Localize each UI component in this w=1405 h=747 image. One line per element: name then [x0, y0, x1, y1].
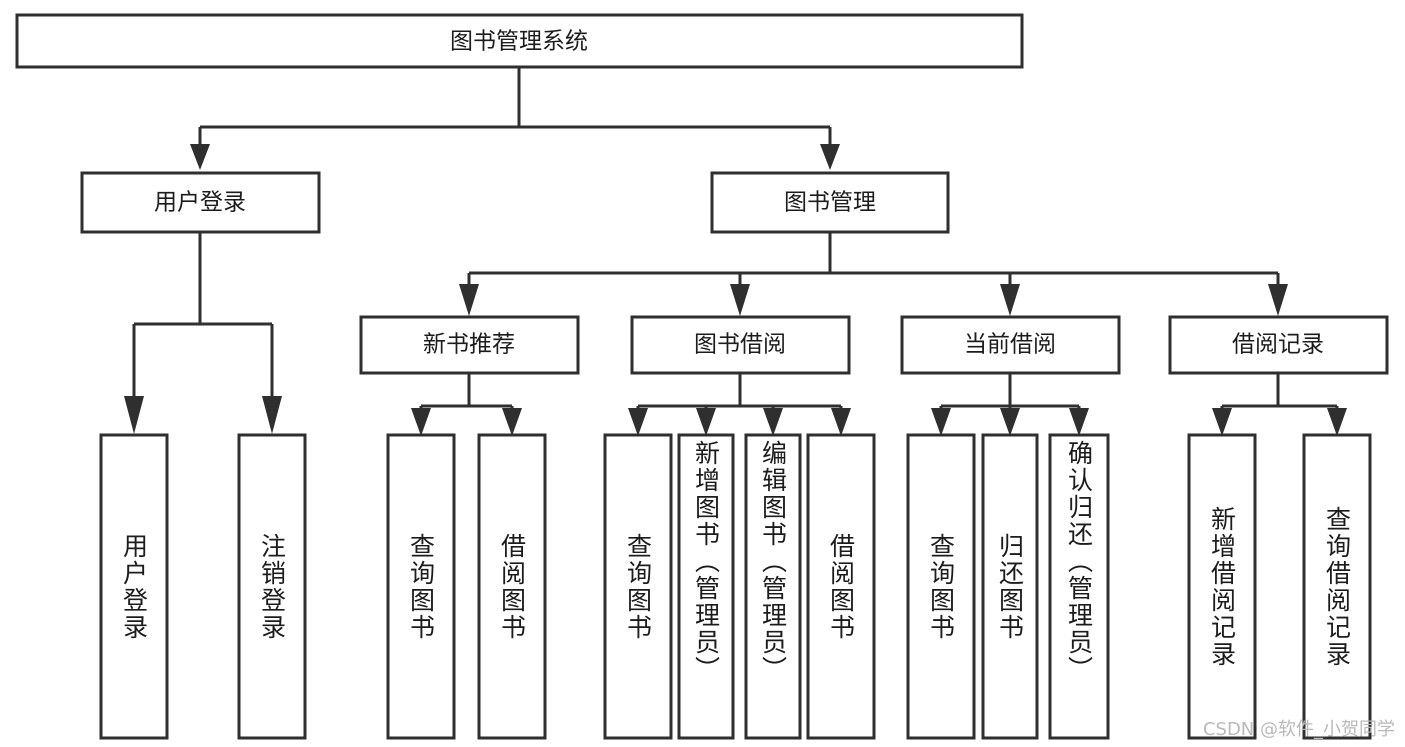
node-leaf-confirm-return-box[interactable] [1048, 433, 1110, 740]
arrow-head-leaf-borrow-book-2 [831, 408, 851, 436]
node-root-title-box[interactable] [15, 13, 1024, 69]
node-leaf-query-book-1-box[interactable] [386, 433, 456, 740]
connector-group-borrow-record [1212, 373, 1347, 436]
node-book-borrow-box[interactable] [630, 315, 851, 375]
arrow-head-leaf-user-login [124, 396, 144, 434]
arrow-head-leaf-add-book [696, 408, 716, 436]
node-leaf-query-record-box[interactable] [1302, 433, 1372, 740]
connector-group-root [190, 67, 840, 170]
connector-group-book-manage [459, 232, 1288, 316]
arrow-head-leaf-query-book-2 [628, 408, 648, 436]
arrow-head-leaf-logout-login [262, 396, 282, 434]
node-current-borrow-box[interactable] [900, 315, 1121, 375]
node-book-manage[interactable]: 图书管理 [710, 171, 950, 234]
node-leaf-add-record-box[interactable] [1187, 433, 1257, 740]
arrow-head-leaf-return-book [1000, 408, 1020, 436]
arrow-head-book-manage [820, 144, 840, 170]
connector-group-book-borrow [628, 373, 851, 436]
node-new-book-recommend-label: 新书推荐 [423, 332, 515, 358]
node-root-title[interactable]: 图书管理系统 [15, 13, 1024, 69]
arrow-head-user-login [190, 144, 210, 170]
node-book-manage-label: 图书管理 [784, 190, 876, 216]
node-leaf-query-book-3-box[interactable] [906, 433, 976, 740]
csdn-watermark: CSDN @软件_小贺同学 [1202, 719, 1395, 740]
arrow-head-borrow-record [1268, 284, 1288, 316]
connector-group-current-borrow [931, 373, 1089, 436]
node-leaf-edit-book-box[interactable] [744, 433, 802, 740]
node-leaf-add-book-box[interactable] [677, 433, 735, 740]
node-borrow-record[interactable]: 借阅记录 [1168, 315, 1389, 375]
node-leaf-query-book-2-box[interactable] [603, 433, 673, 740]
node-user-login-box[interactable] [80, 171, 321, 234]
arrow-head-leaf-query-book-1 [411, 408, 431, 436]
arrow-head-current-borrow [1000, 284, 1020, 316]
node-borrow-record-box[interactable] [1168, 315, 1389, 375]
node-user-login-label: 用户登录 [154, 190, 246, 216]
node-book-manage-box[interactable] [710, 171, 950, 234]
node-new-book-recommend-box[interactable] [359, 315, 580, 375]
node-leaf-borrow-book-1-box[interactable] [477, 433, 547, 740]
node-borrow-record-label: 借阅记录 [1232, 332, 1324, 358]
node-leaf-return-book-box[interactable] [981, 433, 1039, 740]
arrow-head-leaf-confirm-return [1069, 408, 1089, 436]
node-user-login[interactable]: 用户登录 [80, 171, 321, 234]
connector-group-new-book-recommend [411, 373, 522, 436]
node-current-borrow-label: 当前借阅 [964, 332, 1056, 358]
arrow-head-leaf-query-book-3 [931, 408, 951, 436]
node-leaf-borrow-book-2-box[interactable] [806, 433, 876, 740]
node-book-borrow-label: 图书借阅 [694, 332, 786, 358]
arrow-head-leaf-edit-book [763, 408, 783, 436]
arrow-head-leaf-borrow-book-1 [502, 408, 522, 436]
node-book-borrow[interactable]: 图书借阅 [630, 315, 851, 375]
node-leaf-user-login-box[interactable] [99, 433, 169, 740]
arrow-head-leaf-add-record [1212, 408, 1232, 436]
node-leaf-logout-login-box[interactable] [237, 433, 307, 740]
node-current-borrow[interactable]: 当前借阅 [900, 315, 1121, 375]
arrow-head-leaf-query-record [1327, 408, 1347, 436]
node-new-book-recommend[interactable]: 新书推荐 [359, 315, 580, 375]
arrow-head-new-book-recommend [459, 284, 479, 316]
node-root-title-label: 图书管理系统 [450, 29, 588, 55]
arrow-head-book-borrow [730, 284, 750, 316]
connector-group-user-login [124, 232, 282, 434]
